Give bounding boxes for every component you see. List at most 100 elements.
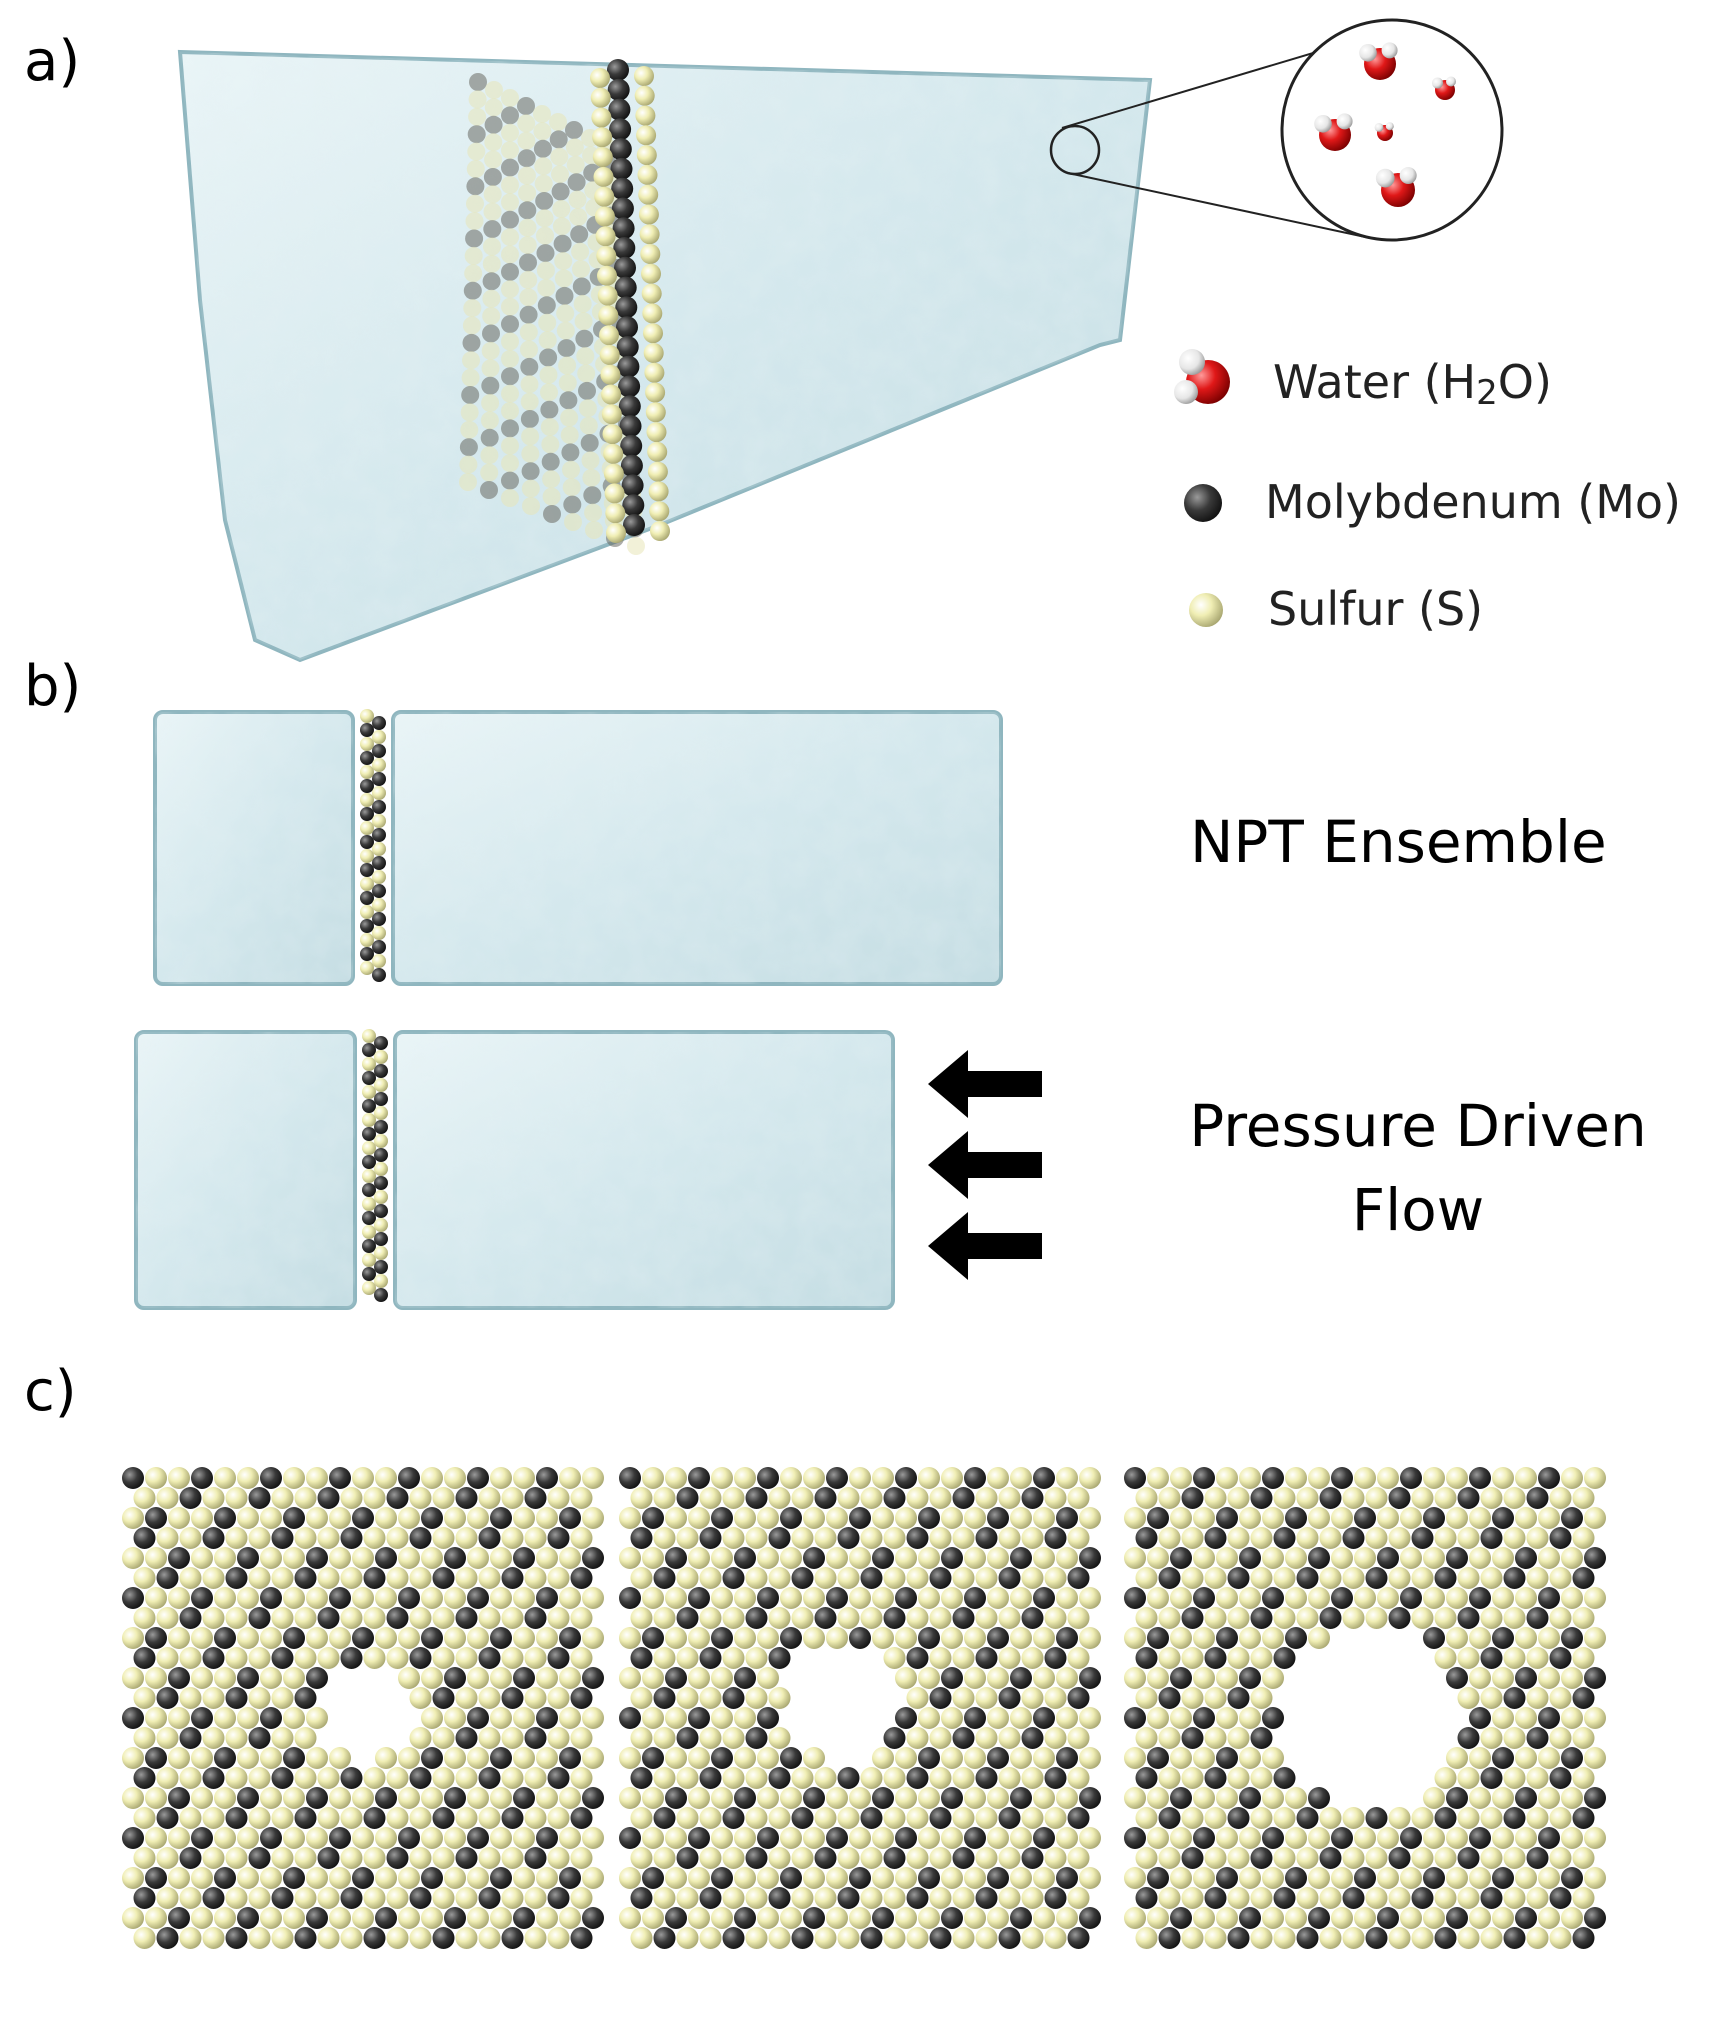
molybdenum-atom [1056,1627,1078,1649]
molybdenum-atom [918,1627,940,1649]
sulfur-atom [768,1567,791,1589]
sulfur-atom [642,1587,664,1609]
sulfur-atom [481,359,500,378]
molybdenum-atom [615,296,638,319]
molybdenum-atom [582,1787,604,1809]
sulfur-atom [630,1807,653,1829]
sulfur-atom [513,1587,535,1609]
sulfur-atom [619,1547,641,1569]
molybdenum-atom [607,59,629,81]
sulfur-atom [1457,1927,1480,1949]
sulfur-atom [722,1487,745,1509]
sulfur-atom [237,1827,259,1849]
molybdenum-atom [814,1607,837,1629]
molybdenum-atom [803,1787,825,1809]
molybdenum-atom [1204,1887,1227,1909]
molybdenum-atom [711,1867,733,1889]
sulfur-atom [1158,1887,1181,1909]
sulfur-atom [1480,1927,1503,1949]
sulfur-atom [906,1927,929,1949]
sulfur-atom [191,1747,213,1769]
molybdenum-atom [248,1487,271,1509]
sulfur-atom [734,1587,756,1609]
sulfur-atom [522,497,540,515]
sulfur-atom [501,1607,524,1629]
sulfur-atom [362,1029,376,1043]
sulfur-atom [1010,1467,1032,1489]
sulfur-atom [524,1527,547,1549]
sulfur-atom [734,1707,756,1729]
molybdenum-atom [340,1767,363,1789]
molybdenum-atom [1124,1587,1146,1609]
sulfur-atom [1067,1647,1090,1669]
sulfur-atom [260,1867,282,1889]
molybdenum-atom [372,884,386,898]
sulfur-atom [711,1547,733,1569]
sulfur-atom [1492,1547,1514,1569]
sulfur-atom [363,1887,386,1909]
sulfur-atom [260,1907,282,1929]
sulfur-atom [1216,1707,1238,1729]
sulfur-atom [490,1547,512,1569]
molybdenum-atom [1469,1827,1491,1849]
sulfur-atom [734,1827,756,1849]
molybdenum-atom [563,495,582,514]
molybdenum-atom [1584,1667,1606,1689]
sulfur-atom [1469,1867,1491,1889]
sulfur-atom [1342,1567,1365,1589]
sulfur-atom [1342,1847,1365,1869]
sulfur-atom [1526,1767,1549,1789]
sulfur-atom [237,1587,259,1609]
sulfur-atom [540,418,559,436]
molybdenum-atom [444,1907,466,1929]
molybdenum-atom [478,1767,501,1789]
molybdenum-atom [611,177,634,200]
sulfur-atom [547,1567,570,1589]
sulfur-atom [1158,1527,1181,1549]
sulfur-atom [653,1527,676,1549]
sulfur-atom [768,1927,791,1949]
sulfur-atom [1273,1487,1296,1509]
sulfur-atom [1584,1707,1606,1729]
sulfur-atom [271,1727,294,1749]
sulfur-atom [1584,1507,1606,1529]
molybdenum-atom [191,1587,213,1609]
sulfur-atom [1538,1667,1560,1689]
sulfur-atom [260,1507,282,1529]
molybdenum-atom [722,1567,745,1589]
molybdenum-atom [1492,1747,1514,1769]
sulfur-atom [501,141,519,160]
sulfur-atom [294,1887,317,1909]
sulfur-atom [145,1707,167,1729]
molybdenum-atom [1388,1487,1411,1509]
sulfur-atom [133,1687,156,1709]
sulfur-atom [374,1134,388,1148]
sulfur-atom [133,1567,156,1589]
molybdenum-atom [906,1527,929,1549]
sulfur-atom [1457,1567,1480,1589]
sulfur-atom [1434,1647,1457,1669]
molybdenum-atom [780,1507,802,1529]
sulfur-atom [191,1507,213,1529]
sulfur-atom [1446,1587,1468,1609]
sulfur-atom [483,237,501,256]
sulfur-atom [860,1847,883,1869]
sulfur-atom [536,1667,558,1689]
molybdenum-atom [653,1927,676,1949]
molybdenum-atom [975,1887,998,1909]
sulfur-atom [1503,1887,1526,1909]
sulfur-atom [362,1281,376,1295]
sulfur-atom [1549,1927,1572,1949]
sulfur-atom [550,147,569,166]
sulfur-atom [1480,1487,1503,1509]
molybdenum-atom [1480,1527,1503,1549]
sulfur-atom [603,443,624,464]
molybdenum-atom [614,256,636,279]
sulfur-atom [501,1767,524,1789]
sulfur-atom [386,1927,409,1949]
molybdenum-atom [466,177,485,196]
molybdenum-atom [362,1071,376,1085]
sulfur-atom [1239,1507,1261,1529]
sulfur-atom [676,1647,699,1669]
molybdenum-atom [1021,1727,1044,1749]
